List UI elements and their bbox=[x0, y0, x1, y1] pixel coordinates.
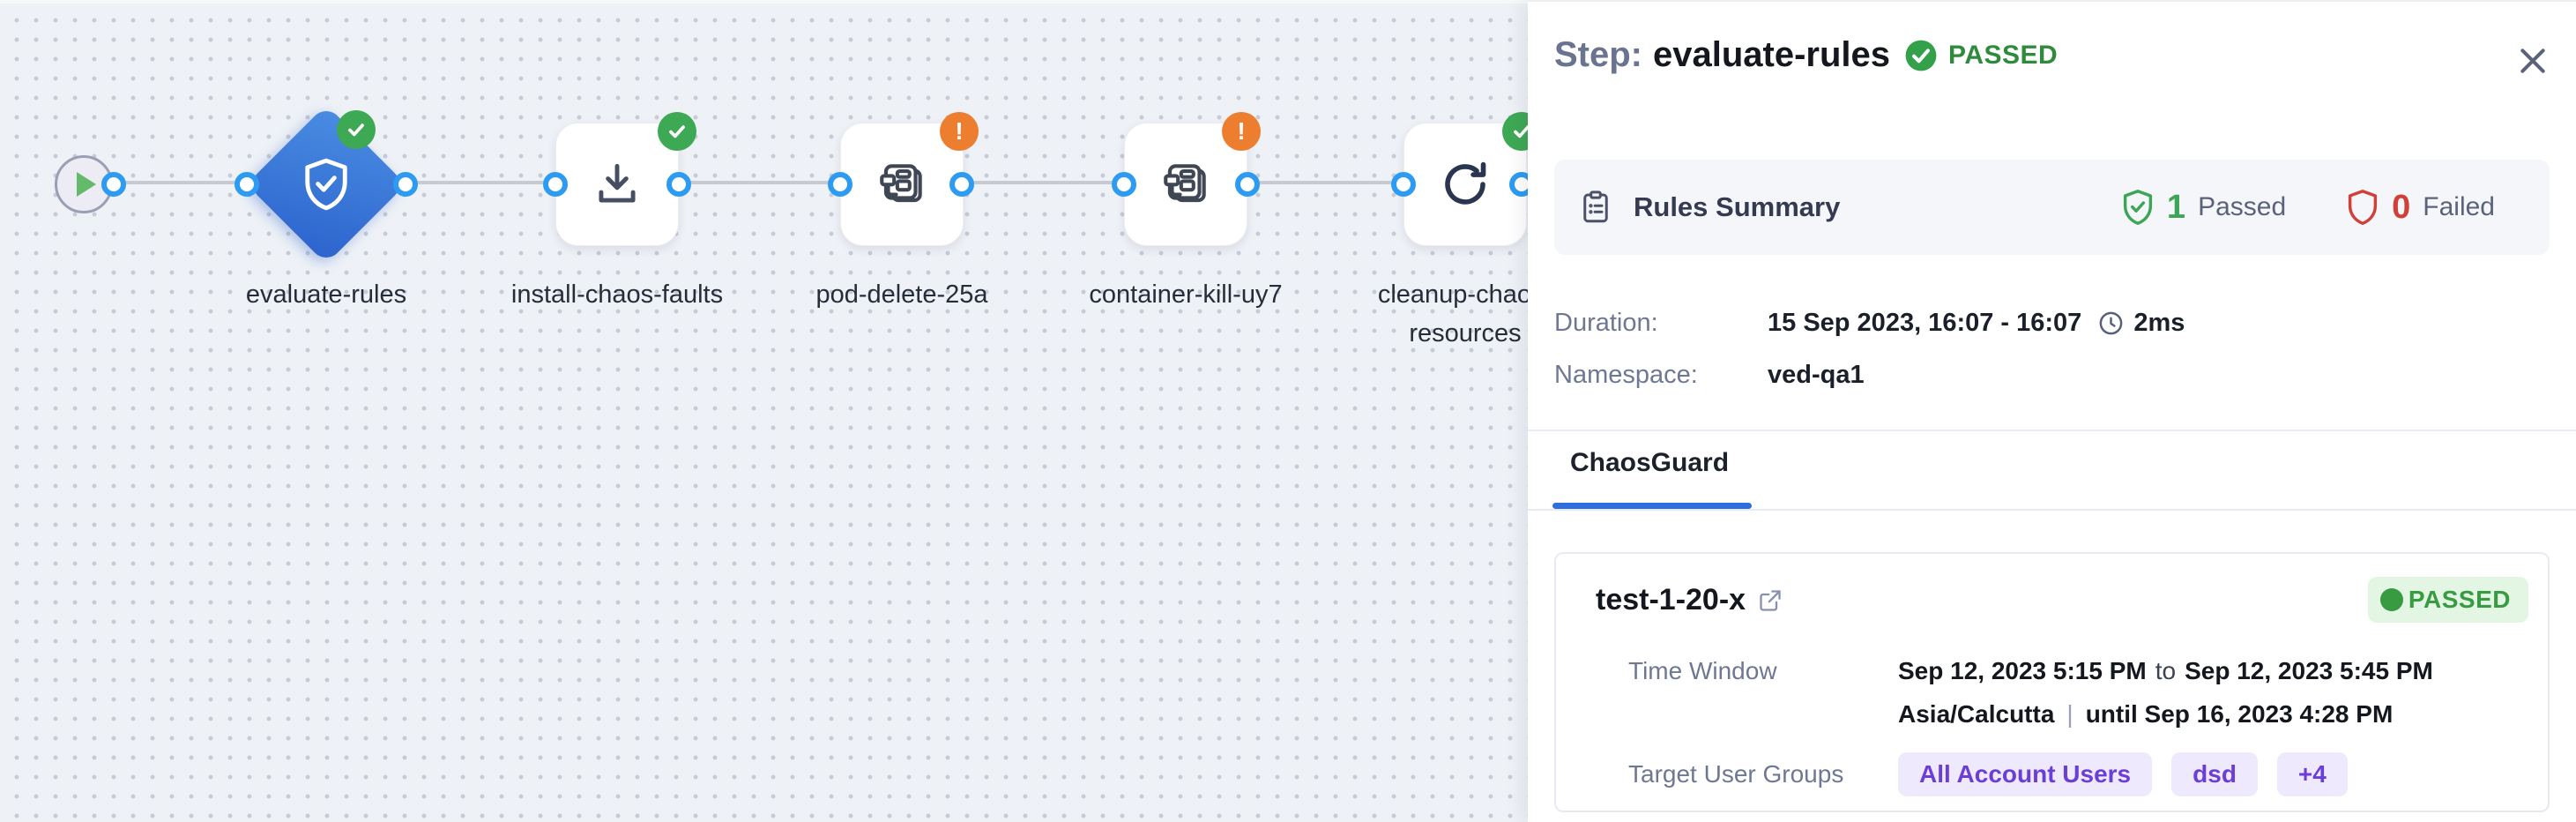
edge-poddelete-containerkill bbox=[962, 181, 1124, 184]
time-window-row: Time Window Sep 12, 2023 5:15 PM to Sep … bbox=[1628, 657, 2433, 685]
panel-header: Step: evaluate-rules PASSED bbox=[1554, 35, 2058, 75]
guard-status-badge: PASSED bbox=[2367, 577, 2528, 623]
status-dot bbox=[2379, 588, 2403, 611]
active-tab-indicator bbox=[1552, 503, 1752, 509]
divider bbox=[1528, 509, 2576, 511]
node-label: container-kill-uy7 bbox=[1089, 280, 1283, 309]
connector-port[interactable] bbox=[1112, 172, 1136, 197]
timezone-row: Asia/Calcutta | until Sep 16, 2023 4:28 … bbox=[1898, 700, 2394, 728]
rules-summary-title: Rules Summary bbox=[1634, 191, 1841, 222]
status-badge-success bbox=[658, 112, 696, 151]
pipeline-start-node[interactable] bbox=[55, 155, 113, 213]
rules-failed-stat: 0 Failed bbox=[2342, 187, 2495, 228]
time-window-to: to bbox=[2155, 657, 2177, 684]
connector-port[interactable] bbox=[235, 172, 259, 197]
chaosguard-result-card: test-1-20-x PASSED Time Window Sep 12, 2… bbox=[1554, 552, 2550, 812]
step-status-badge: PASSED bbox=[1948, 40, 2059, 70]
duration-label: Duration: bbox=[1554, 308, 1658, 337]
user-group-chip[interactable]: dsd bbox=[2171, 752, 2258, 796]
guard-name: test-1-20-x bbox=[1596, 583, 1746, 616]
rules-stats: 1 Passed 0 Failed bbox=[2118, 187, 2495, 228]
duration-row: Duration: 15 Sep 2023, 16:07 - 16:07 2ms bbox=[1554, 306, 2185, 340]
target-user-groups-row: Target User Groups All Account Users dsd… bbox=[1628, 752, 2348, 796]
namespace-value: ved-qa1 bbox=[1768, 360, 1865, 389]
tab-chaosguard[interactable]: ChaosGuard bbox=[1570, 448, 1730, 477]
shield-check-icon bbox=[296, 154, 356, 214]
connector-port[interactable] bbox=[1391, 172, 1416, 197]
clock-icon bbox=[2097, 310, 2125, 337]
close-icon bbox=[2520, 49, 2545, 73]
timezone-value: Asia/Calcutta bbox=[1898, 700, 2055, 728]
passed-label: Passed bbox=[2198, 192, 2287, 221]
connector-port[interactable] bbox=[543, 172, 568, 197]
check-circle-icon bbox=[1904, 39, 1938, 72]
download-icon bbox=[599, 163, 636, 203]
status-badge-warning: ! bbox=[1222, 112, 1261, 151]
namespace-row: Namespace: ved-qa1 bbox=[1554, 358, 1865, 392]
rules-summary-card: Rules Summary 1 Passed 0 Failed bbox=[1554, 160, 2550, 255]
user-group-chips: All Account Users dsd +4 bbox=[1898, 752, 2348, 796]
close-button[interactable] bbox=[2513, 41, 2553, 81]
status-badge-success bbox=[337, 110, 376, 149]
failed-label: Failed bbox=[2423, 192, 2495, 221]
edge-install-poddelete bbox=[679, 181, 840, 184]
time-window-start: Sep 12, 2023 5:15 PM bbox=[1898, 657, 2147, 684]
connector-port[interactable] bbox=[828, 172, 852, 197]
node-install-chaos-faults[interactable] bbox=[555, 123, 679, 246]
step-name: evaluate-rules bbox=[1653, 35, 1891, 74]
failed-count: 0 bbox=[2392, 188, 2411, 226]
chaos-fault-icon bbox=[880, 164, 922, 203]
guard-name-link[interactable]: test-1-20-x bbox=[1596, 583, 1783, 617]
clipboard-icon bbox=[1583, 191, 1608, 223]
passed-count: 1 bbox=[2166, 188, 2186, 226]
user-group-chip-more[interactable]: +4 bbox=[2276, 752, 2348, 796]
chaos-fault-icon bbox=[1164, 164, 1206, 203]
step-details-panel: Step: evaluate-rules PASSED Rules bbox=[1528, 0, 2576, 822]
shield-icon bbox=[2349, 190, 2378, 225]
duration-value: 15 Sep 2023, 16:07 - 16:07 2ms bbox=[1768, 308, 2185, 337]
until-value: until Sep 16, 2023 4:28 PM bbox=[2085, 700, 2394, 728]
node-label: evaluate-rules bbox=[245, 280, 407, 309]
shield-check-icon bbox=[2123, 190, 2153, 225]
time-window-label: Time Window bbox=[1628, 657, 1777, 684]
edge-start-evaluate bbox=[114, 181, 247, 184]
connector-port[interactable] bbox=[949, 172, 974, 197]
duration-elapsed: 2ms bbox=[2133, 308, 2185, 337]
status-badge-warning: ! bbox=[940, 112, 979, 151]
step-prefix-label: Step: bbox=[1554, 35, 1642, 74]
external-link-icon[interactable] bbox=[1758, 588, 1783, 613]
node-label: install-chaos-faults bbox=[510, 280, 724, 309]
connector-port[interactable] bbox=[101, 172, 126, 197]
retry-icon bbox=[1445, 161, 1486, 205]
node-label: pod-delete-25a bbox=[815, 280, 988, 309]
edge-evaluate-install bbox=[406, 181, 555, 184]
connector-port[interactable] bbox=[393, 172, 418, 197]
user-group-chip[interactable]: All Account Users bbox=[1898, 752, 2153, 796]
connector-port[interactable] bbox=[666, 172, 691, 197]
divider bbox=[1528, 430, 2576, 431]
connector-port[interactable] bbox=[1235, 172, 1260, 197]
edge-containerkill-cleanup bbox=[1247, 181, 1403, 184]
play-icon bbox=[77, 172, 96, 197]
rules-passed-stat: 1 Passed bbox=[2118, 187, 2286, 228]
node-label: cleanup-chaos-resources bbox=[1377, 280, 1553, 347]
namespace-label: Namespace: bbox=[1554, 360, 1698, 389]
time-window-end: Sep 12, 2023 5:45 PM bbox=[2185, 657, 2433, 684]
target-user-groups-label: Target User Groups bbox=[1628, 760, 1844, 788]
